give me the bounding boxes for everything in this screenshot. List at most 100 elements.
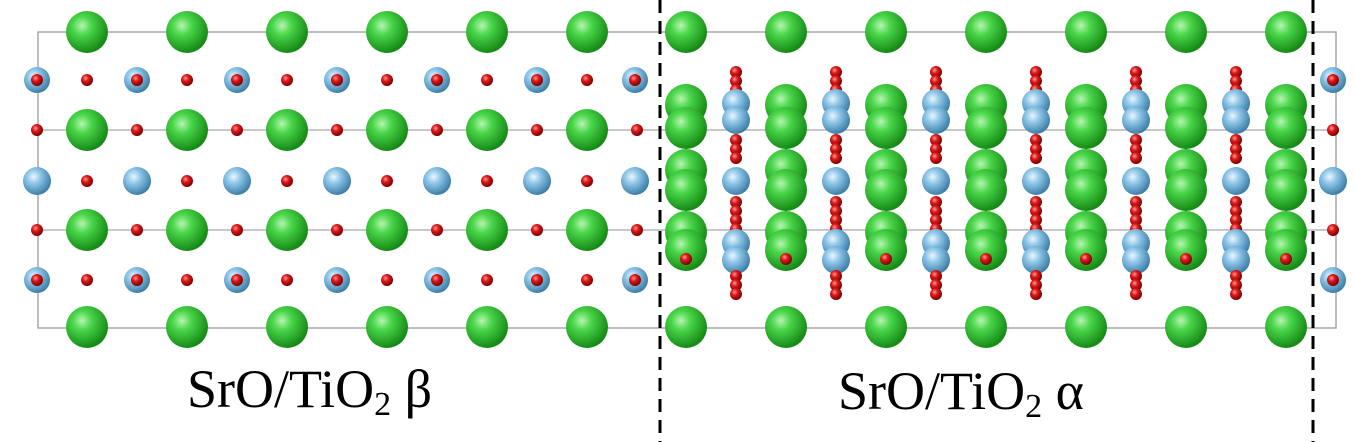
o-atom bbox=[1030, 196, 1042, 208]
o-atom bbox=[1030, 143, 1042, 155]
o-atom bbox=[181, 175, 193, 187]
o-atom bbox=[581, 74, 593, 86]
ti-atom bbox=[722, 106, 750, 134]
sr-atom bbox=[965, 11, 1007, 53]
o-atom bbox=[1030, 270, 1042, 282]
o-atom bbox=[830, 196, 842, 208]
o-atom bbox=[381, 274, 393, 286]
o-atom bbox=[231, 74, 243, 86]
sr-atom bbox=[166, 11, 208, 53]
o-atom bbox=[331, 274, 343, 286]
o-atom bbox=[531, 224, 543, 236]
o-atom bbox=[629, 74, 641, 86]
o-atom bbox=[1030, 152, 1042, 164]
sr-atom bbox=[366, 306, 408, 348]
sr-atom bbox=[865, 11, 907, 53]
sr-atom bbox=[965, 306, 1007, 348]
ti-atom bbox=[523, 167, 551, 195]
ti-atom bbox=[922, 106, 950, 134]
o-atom bbox=[830, 75, 842, 87]
o-atom bbox=[131, 224, 143, 236]
sr-atom bbox=[865, 169, 907, 211]
ti-atom bbox=[722, 246, 750, 274]
o-atom bbox=[930, 288, 942, 300]
o-atom bbox=[531, 124, 543, 136]
sr-atom bbox=[1065, 11, 1107, 53]
o-atom bbox=[880, 253, 892, 265]
ti-atom bbox=[922, 246, 950, 274]
sr-atom bbox=[665, 169, 707, 211]
o-atom bbox=[1080, 253, 1092, 265]
o-atom bbox=[930, 270, 942, 282]
o-atom bbox=[331, 224, 343, 236]
o-atom bbox=[930, 279, 942, 291]
sr-atom bbox=[865, 107, 907, 149]
o-atom bbox=[381, 74, 393, 86]
sr-atom bbox=[366, 11, 408, 53]
o-atom bbox=[680, 253, 692, 265]
sr-atom bbox=[1265, 11, 1307, 53]
sr-atom bbox=[266, 109, 308, 151]
o-atom bbox=[1030, 66, 1042, 78]
atom-layer bbox=[23, 11, 1347, 348]
sr-atom bbox=[1165, 107, 1207, 149]
o-atom bbox=[381, 175, 393, 187]
o-atom bbox=[131, 124, 143, 136]
o-atom bbox=[331, 124, 343, 136]
o-atom bbox=[31, 124, 43, 136]
o-atom bbox=[730, 75, 742, 87]
o-atom bbox=[231, 224, 243, 236]
o-atom bbox=[431, 74, 443, 86]
o-atom bbox=[980, 253, 992, 265]
o-atom bbox=[1180, 253, 1192, 265]
o-atom bbox=[730, 288, 742, 300]
o-atom bbox=[581, 175, 593, 187]
ti-atom bbox=[1022, 246, 1050, 274]
o-atom bbox=[780, 253, 792, 265]
sr-atom bbox=[566, 11, 608, 53]
o-atom bbox=[730, 270, 742, 282]
ti-atom bbox=[822, 106, 850, 134]
sr-atom bbox=[266, 11, 308, 53]
o-atom bbox=[830, 205, 842, 217]
ti-atom bbox=[123, 167, 151, 195]
sr-atom bbox=[1165, 306, 1207, 348]
o-atom bbox=[1130, 66, 1142, 78]
o-atom bbox=[730, 66, 742, 78]
sr-atom bbox=[166, 109, 208, 151]
sr-atom bbox=[765, 11, 807, 53]
o-atom bbox=[431, 274, 443, 286]
o-atom bbox=[730, 214, 742, 226]
ti-atom bbox=[1022, 167, 1050, 195]
sr-atom bbox=[466, 109, 508, 151]
ti-atom bbox=[1222, 167, 1250, 195]
o-atom bbox=[930, 214, 942, 226]
o-atom bbox=[830, 288, 842, 300]
sr-atom bbox=[765, 107, 807, 149]
ti-atom bbox=[621, 167, 649, 195]
o-atom bbox=[930, 196, 942, 208]
o-atom bbox=[830, 152, 842, 164]
sr-atom bbox=[1165, 169, 1207, 211]
sr-atom bbox=[166, 306, 208, 348]
ti-atom bbox=[922, 167, 950, 195]
o-atom bbox=[1230, 152, 1242, 164]
o-atom bbox=[1130, 75, 1142, 87]
sr-atom bbox=[765, 169, 807, 211]
o-atom bbox=[1130, 214, 1142, 226]
o-atom bbox=[730, 152, 742, 164]
o-atom bbox=[1130, 143, 1142, 155]
o-atom bbox=[581, 274, 593, 286]
panel-label-beta: SrO/TiO2 β bbox=[187, 359, 433, 423]
o-atom bbox=[1130, 196, 1142, 208]
panel-label-alpha: SrO/TiO2 α bbox=[838, 361, 1084, 425]
sr-atom bbox=[466, 11, 508, 53]
o-atom bbox=[930, 152, 942, 164]
ti-atom bbox=[1122, 246, 1150, 274]
o-atom bbox=[1230, 270, 1242, 282]
o-atom bbox=[1230, 75, 1242, 87]
o-atom bbox=[930, 205, 942, 217]
sr-atom bbox=[1265, 229, 1307, 271]
sr-atom bbox=[765, 306, 807, 348]
sr-atom bbox=[1165, 11, 1207, 53]
